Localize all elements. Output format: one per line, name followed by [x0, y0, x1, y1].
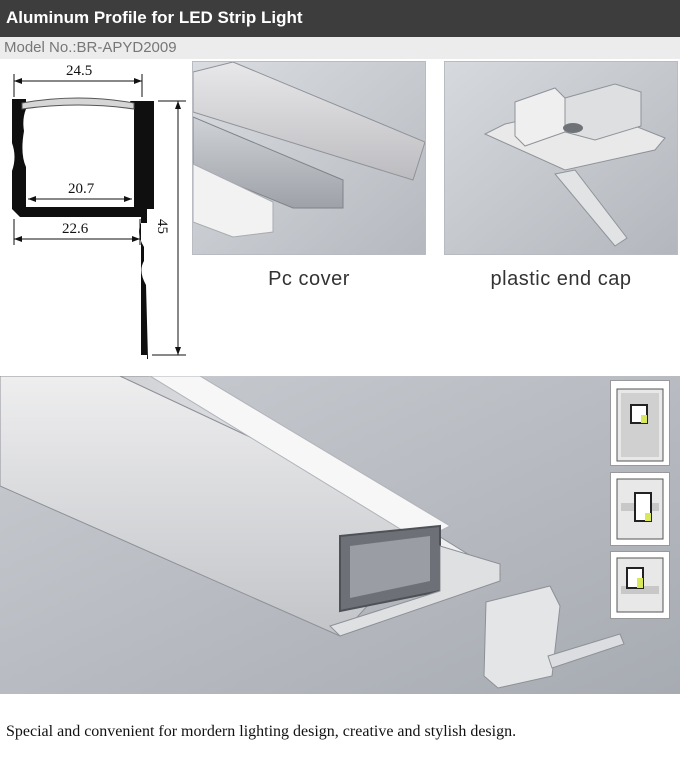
cross-section-svg: 24.5 20.7 22.6 45 [12, 63, 186, 359]
end-cap-caption: plastic end cap [490, 268, 632, 290]
arrow-icon [14, 236, 22, 242]
pc-cover-illustration [193, 62, 425, 254]
installation-thumbnail-2 [610, 472, 670, 546]
arrow-icon [124, 196, 132, 202]
installation-thumbnail-3 [610, 551, 670, 619]
diffuser-cover [149, 376, 452, 542]
product-illustration [0, 376, 680, 694]
end-cap-hole [563, 123, 583, 133]
cover-strip-white [193, 163, 274, 238]
cover-strip-frosted [193, 62, 425, 181]
end-cap-wall-right [564, 83, 642, 141]
dimension-bottom-width: 22.6 [62, 221, 89, 237]
arrow-icon [175, 101, 181, 109]
arrow-icon [175, 347, 181, 355]
end-cap-illustration [445, 62, 677, 254]
arrow-icon [132, 236, 140, 242]
diffuser-cover-shape [21, 97, 135, 110]
profile-inner-cavity [350, 536, 430, 598]
model-number-bar: Model No.:BR-APYD2009 [0, 37, 680, 59]
pc-cover-caption: Pc cover [268, 268, 350, 290]
pc-cover-photo [192, 61, 426, 255]
profile-cross-section-drawing: 24.5 20.7 22.6 45 [0, 59, 190, 359]
model-number: Model No.:BR-APYD2009 [4, 39, 177, 56]
led-highlight-icon [641, 415, 647, 423]
cover-strip-clear [193, 116, 344, 209]
profile-flange [329, 545, 501, 637]
installation-thumbnail-1 [610, 380, 670, 466]
end-cap-piece [483, 585, 561, 689]
thumbnail-3-svg [616, 557, 664, 613]
led-highlight-icon [645, 513, 651, 521]
dimension-top-width: 24.5 [66, 63, 92, 79]
page-title: Aluminum Profile for LED Strip Light [6, 8, 303, 27]
dimension-inner-width: 20.7 [68, 181, 95, 197]
title-bar: Aluminum Profile for LED Strip Light [0, 0, 680, 37]
product-photo [0, 376, 680, 694]
end-cap-photo [444, 61, 678, 255]
led-highlight-icon [637, 578, 643, 588]
dimension-height: 45 [154, 219, 170, 234]
arrow-icon [14, 78, 22, 84]
thumbnail-2-svg [616, 478, 664, 540]
product-description: Special and convenient for mordern light… [6, 723, 517, 740]
end-cap-arm [547, 633, 625, 669]
arrow-icon [28, 196, 36, 202]
profile-cavity [26, 111, 134, 205]
arrow-icon [134, 78, 142, 84]
thumbnail-1-svg [616, 388, 664, 462]
end-cap-tab [554, 169, 628, 247]
profile-body-shape [12, 99, 154, 359]
